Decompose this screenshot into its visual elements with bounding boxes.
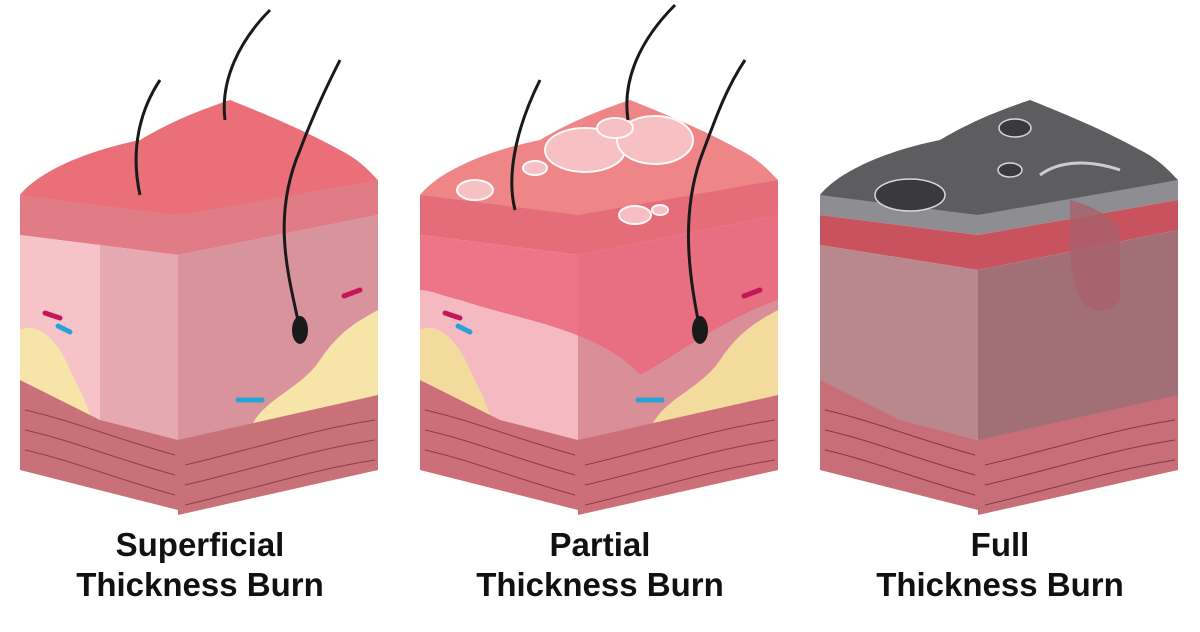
superficial-caption: Superficial Thickness Burn — [0, 525, 400, 605]
partial-caption: Partial Thickness Burn — [400, 525, 800, 605]
caption-line-2: Thickness Burn — [76, 566, 324, 603]
epidermis-layer — [420, 180, 778, 255]
caption-line-1: Superficial — [115, 526, 285, 563]
caption-line-1: Partial — [549, 526, 651, 563]
char-cracks — [874, 118, 1032, 212]
hair-follicle-bulb — [692, 316, 708, 344]
blisters — [456, 115, 694, 225]
hair-strand — [625, 3, 677, 121]
blister — [618, 205, 652, 225]
dermis-left-face — [820, 245, 978, 440]
blister — [522, 160, 548, 176]
blister — [456, 179, 494, 201]
superficial-burn-panel: Superficial Thickness Burn — [0, 0, 400, 632]
caption-line-1: Full — [970, 526, 1030, 563]
epidermis-layer — [20, 180, 378, 255]
caption-line-2: Thickness Burn — [476, 566, 724, 603]
muscle-layer — [20, 380, 178, 510]
dermis-notch-face — [100, 245, 178, 440]
superficial-skin-block — [20, 8, 378, 515]
char-crack — [874, 178, 946, 212]
partial-skin-block — [420, 3, 778, 515]
dermis-right-face — [978, 230, 1178, 455]
artery-icon — [341, 287, 363, 299]
char-crack — [997, 162, 1023, 178]
char-highlight — [1039, 161, 1121, 177]
muscle-layer-right — [978, 395, 1178, 515]
partial-burn-panel: Partial Thickness Burn — [400, 0, 800, 632]
artery-icon — [42, 310, 63, 321]
hair-strand — [222, 8, 272, 121]
charred-edge — [820, 180, 1178, 235]
muscle-striations — [424, 409, 776, 506]
char-crack — [998, 118, 1032, 138]
full-skin-block — [820, 100, 1178, 515]
muscle-striations — [24, 409, 376, 506]
caption-line-2: Thickness Burn — [876, 566, 1124, 603]
full-caption: Full Thickness Burn — [800, 525, 1200, 605]
blister — [596, 117, 634, 139]
hair-strand — [134, 79, 162, 196]
artery-icon — [741, 287, 763, 299]
hair-strand — [686, 59, 747, 331]
vein-icon — [455, 323, 473, 335]
hair-strand — [282, 59, 342, 331]
muscle-layer — [820, 380, 978, 510]
hair-follicle-bulb — [292, 316, 308, 344]
muscle-layer — [420, 380, 578, 510]
vein-icon — [55, 323, 73, 335]
muscle-layer-right — [178, 395, 378, 515]
muscle-striations — [824, 409, 1176, 506]
artery-icon — [442, 310, 463, 321]
muscle-layer-right — [578, 395, 778, 515]
blister — [616, 115, 694, 165]
burned-channel — [1070, 200, 1120, 311]
full-burn-panel: Full Thickness Burn — [800, 0, 1200, 632]
blister — [651, 204, 669, 216]
hair-strand — [510, 79, 542, 211]
